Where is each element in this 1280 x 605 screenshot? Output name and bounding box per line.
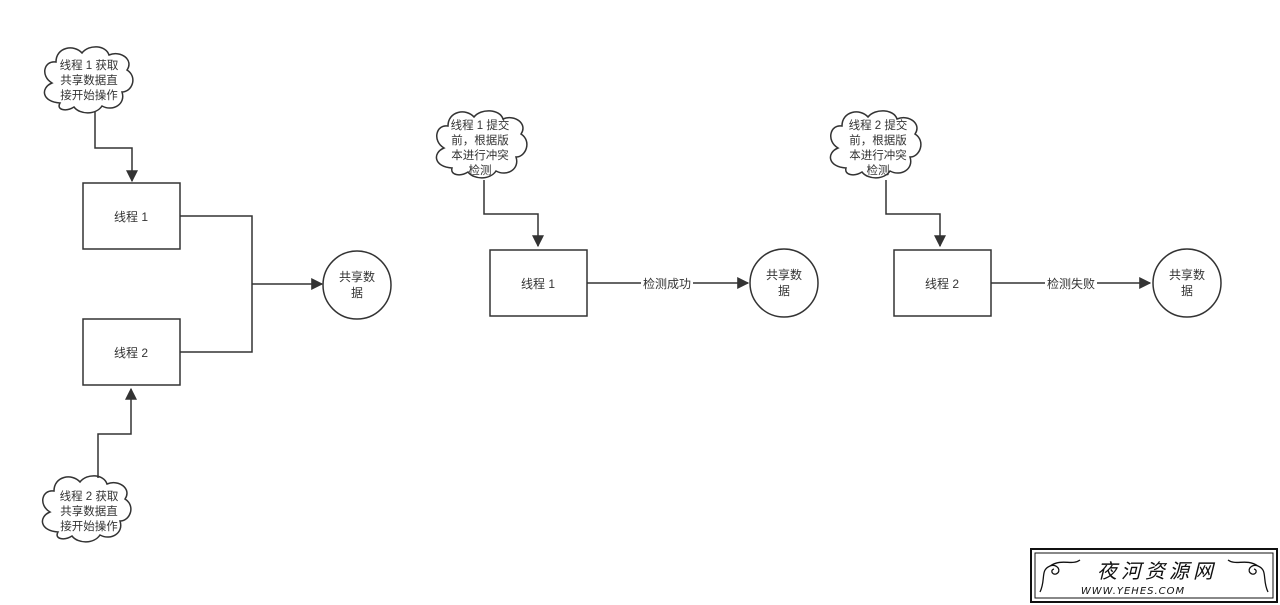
cloud-thread2-commit-line-4: 检测: [867, 163, 890, 177]
cloud-thread2-commit-line-3: 本进行冲突: [849, 148, 907, 162]
box-thread2: 线程 2: [82, 318, 181, 386]
edge-cloud1-to-thread1: [94, 112, 138, 183]
watermark-flourish-left-icon: [1039, 559, 1081, 593]
cloud-thread1-fetch-line-3: 接开始操作: [60, 88, 118, 102]
cloud-thread1-fetch-line-2: 共享数据直: [60, 73, 118, 87]
cloud-thread1-commit: 线程 1 提交 前，根据版 本进行冲突 检测: [435, 110, 528, 179]
edge-merge-threads: [180, 215, 253, 353]
edge-cloud-to-thread1-commit: [483, 180, 544, 248]
circle-shared-data-3: 共享数 据: [1152, 248, 1222, 318]
edge-check-success-label: 检测成功: [643, 276, 691, 291]
cloud-thread1-commit-line-2: 前，根据版: [451, 133, 509, 147]
box-thread1: 线程 1: [82, 182, 181, 250]
circle-shared-data-2-line-2: 据: [778, 284, 790, 298]
edge-check-success-label-bg: [641, 276, 693, 290]
cloud-thread2-fetch-line-2: 共享数据直: [60, 504, 118, 518]
circle-shared-data-3-line-1: 共享数: [1169, 267, 1205, 282]
watermark-flourish-right-icon: [1227, 559, 1269, 593]
cloud-thread2-commit-line-2: 前，根据版: [849, 133, 907, 147]
circle-shared-data-3-line-2: 据: [1181, 284, 1193, 298]
circle-shared-data-1-line-2: 据: [351, 286, 363, 300]
diagram-3: 线程 2 提交 前，根据版 本进行冲突 检测 线程 2 检测失败 共享数 据: [829, 110, 1222, 318]
cloud-thread2-commit-line-1: 线程 2 提交: [849, 118, 908, 132]
box-thread2-label: 线程 2: [114, 345, 148, 360]
cloud-thread1-commit-line-3: 本进行冲突: [451, 148, 509, 162]
watermark-chinese-text: 夜河资源网: [1097, 559, 1217, 583]
diagram-2: 线程 1 提交 前，根据版 本进行冲突 检测 线程 1 检测成功 共享数 据: [435, 110, 819, 318]
cloud-thread2-fetch-line-1: 线程 2 获取: [60, 489, 119, 503]
edge-cloud-to-thread2-commit: [885, 180, 946, 248]
cloud-thread1-commit-line-1: 线程 1 提交: [451, 118, 510, 132]
diagram-1: 线程 1 获取 共享数据直 接开始操作 线程 2 获取 共享数据直 接开始操作 …: [41, 46, 392, 543]
cloud-thread1-fetch-line-1: 线程 1 获取: [60, 58, 119, 72]
cloud-thread2-commit: 线程 2 提交 前，根据版 本进行冲突 检测: [829, 110, 922, 179]
box-thread1-commit-label: 线程 1: [521, 276, 555, 291]
circle-shared-data-2-line-1: 共享数: [766, 267, 802, 282]
box-thread1-label: 线程 1: [114, 209, 148, 224]
box-thread2-commit: 线程 2: [893, 249, 992, 317]
cloud-thread2-fetch: 线程 2 获取 共享数据直 接开始操作: [41, 475, 132, 543]
cloud-thread1-commit-line-4: 检测: [469, 163, 492, 177]
cloud-thread2-fetch-line-3: 接开始操作: [60, 519, 118, 533]
edge-check-failure-label-bg: [1045, 276, 1097, 290]
box-thread2-commit-label: 线程 2: [925, 276, 959, 291]
edge-check-failure-label: 检测失败: [1047, 276, 1095, 291]
circle-shared-data-1-line-1: 共享数: [339, 269, 375, 284]
circle-shared-data-1: 共享数 据: [322, 250, 392, 320]
cloud-thread1-fetch: 线程 1 获取 共享数据直 接开始操作: [43, 46, 134, 114]
box-thread1-commit: 线程 1: [489, 249, 588, 317]
circle-shared-data-2: 共享数 据: [749, 248, 819, 318]
edge-cloud2-to-thread2: [97, 387, 137, 478]
watermark-logo: 夜河资源网 WWW.YEHES.COM: [1030, 548, 1278, 603]
watermark-url-text: WWW.YEHES.COM: [1081, 586, 1185, 597]
